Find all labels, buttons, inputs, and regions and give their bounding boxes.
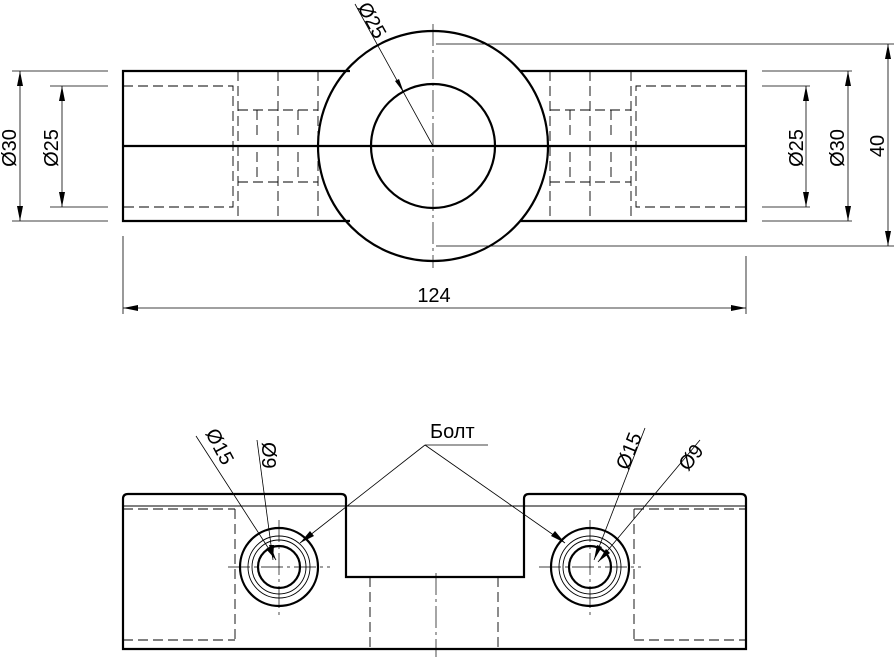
front-view: Ø15 Ø9 Ø15 Ø9 Болт [121,421,748,657]
dim-left-outer-label: Ø30 [0,129,21,167]
bolt-label: Болт [430,421,475,443]
left-diameter-dims: Ø30 Ø25 [0,70,108,222]
dim-length-label: 124 [417,285,450,307]
dim-right-inner-label: Ø25 [786,129,808,167]
right-diameter-dims: Ø25 Ø30 40 [436,43,894,247]
dim-left-counterbore-label: Ø15 [201,425,238,469]
left-bolt-hole [228,520,330,615]
top-view: Ø30 Ø25 Ø25 Ø30 40 [0,0,894,314]
front-hidden-lines [123,508,746,649]
right-tube-hidden [635,85,746,208]
bolt-callout: Болт [299,421,566,544]
dim-left-hole-label: Ø9 [257,442,279,469]
left-hole-dims: Ø15 Ø9 [195,425,279,561]
front-body-outline [121,492,748,651]
left-bolt-hidden [237,71,319,221]
left-tube-hidden [123,85,234,208]
dim-center-bore-label: Ø25 [353,0,391,42]
right-bolt-hole [539,520,641,615]
dim-left-inner-label: Ø25 [41,129,63,167]
length-dim: 124 [122,236,747,314]
center-bore-dim: Ø25 [353,0,434,147]
dim-right-counterbore-label: Ø15 [612,430,647,473]
right-bolt-hidden [549,71,632,221]
dim-right-outer-label: Ø30 [827,129,849,167]
dim-height-label: 40 [867,135,889,157]
dim-right-hole-label: Ø9 [675,441,709,476]
